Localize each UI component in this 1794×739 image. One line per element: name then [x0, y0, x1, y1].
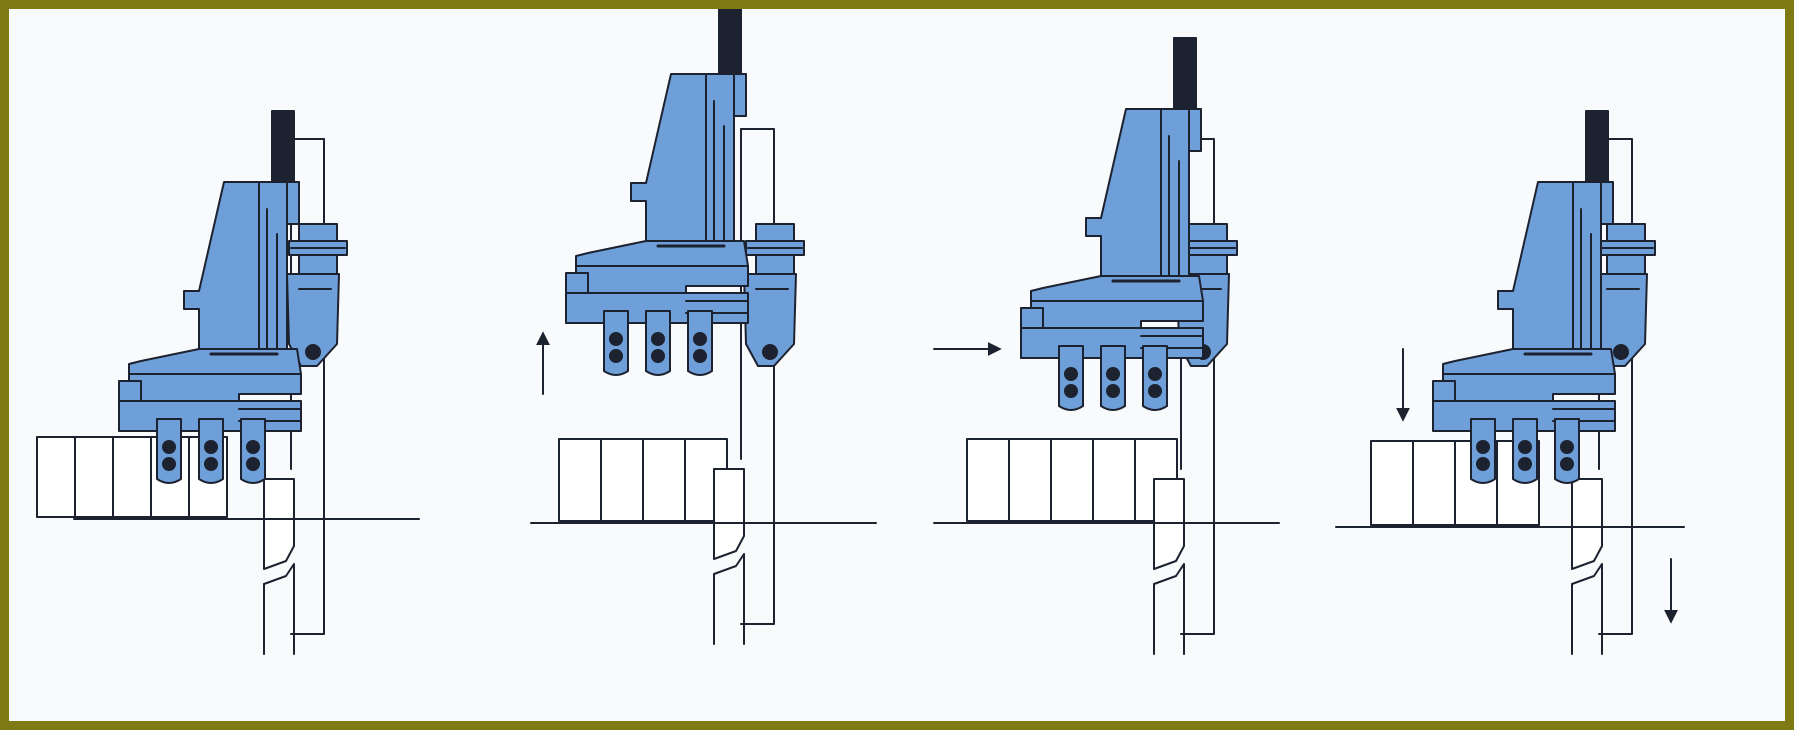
step-1 [36, 109, 420, 655]
step-4 [1335, 109, 1685, 655]
carriage-step-2 [564, 9, 750, 377]
step-3 [933, 36, 1280, 655]
head-step-1 [286, 223, 348, 367]
head-step-4 [1594, 223, 1656, 367]
carriage-step-3 [1019, 36, 1205, 412]
step-2 [530, 9, 877, 645]
shuttle-sequence-diagram [36, 9, 1685, 655]
head-step-2 [743, 223, 805, 367]
carriage-step-4 [1431, 109, 1617, 485]
carriage-step-1 [117, 109, 303, 485]
